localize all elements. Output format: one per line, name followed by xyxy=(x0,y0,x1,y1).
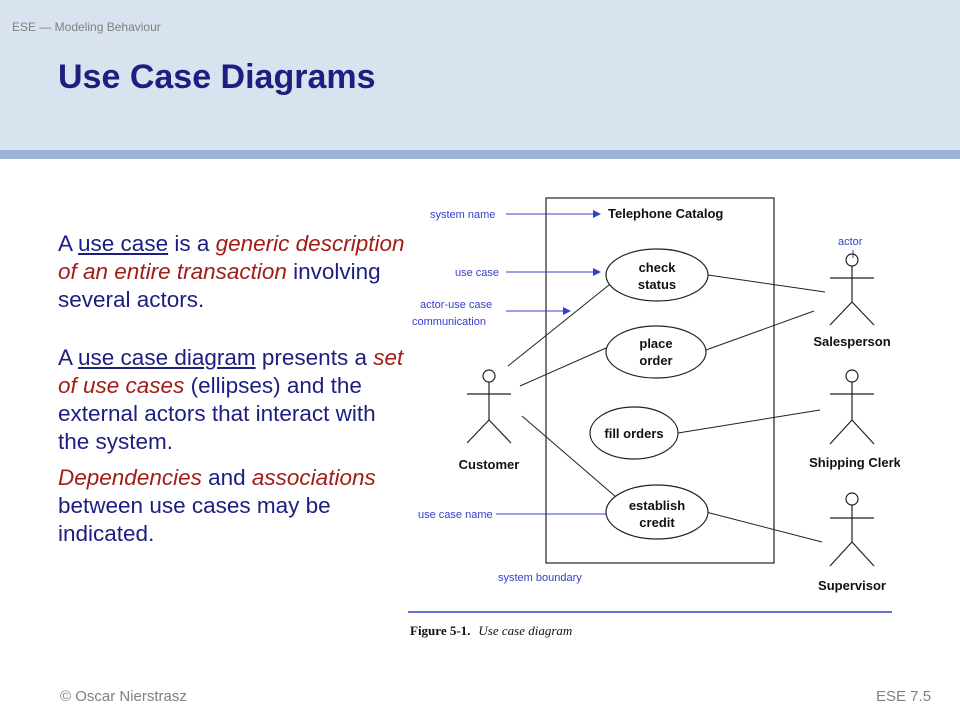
use-case-check-status xyxy=(605,248,709,302)
label-actor: actor xyxy=(838,236,863,248)
actor-customer-label: Customer xyxy=(459,457,520,472)
emph-generic-description: generic description of an entire transac… xyxy=(58,231,405,284)
link-salesperson-check-status xyxy=(707,274,826,293)
footer-slide-number: ESE 7.5 xyxy=(876,688,932,705)
link-customer-establish-credit xyxy=(521,415,617,498)
use-case-fill-orders-label: fill orders xyxy=(604,426,663,441)
p1-text-2: is a xyxy=(168,231,216,256)
use-case-place-order xyxy=(605,325,707,379)
paragraph-use-case: A use case is a generic description of a… xyxy=(58,230,413,314)
p2-text-1: A xyxy=(58,345,79,370)
p3-text-2: between use cases may be indicated. xyxy=(58,493,331,546)
use-case-place-order-line1: place xyxy=(639,336,672,351)
header-band xyxy=(0,0,960,150)
footer-author: © Oscar Nierstrasz xyxy=(60,688,187,705)
use-case-establish-credit xyxy=(605,484,709,540)
emph-set-of-use-cases: set of use cases xyxy=(58,345,404,398)
p1-text-1: A xyxy=(58,231,79,256)
p3-text-1: and xyxy=(201,465,252,490)
link-customer-check-status xyxy=(507,280,615,367)
use-case-check-status-line2: status xyxy=(638,277,676,292)
actor-supervisor-label: Supervisor xyxy=(818,578,886,593)
label-use-case: use case xyxy=(455,267,499,279)
label-actor-use-case-line1: actor-use case xyxy=(420,299,492,311)
term-use-case: use case xyxy=(78,231,169,256)
emph-associations: associations xyxy=(251,465,376,490)
use-case-fill-orders xyxy=(589,406,679,460)
p2-text-2: presents a xyxy=(255,345,374,370)
actor-supervisor xyxy=(829,492,875,567)
label-actor-use-case-line2: communication xyxy=(412,316,486,328)
label-system-name: system name xyxy=(430,209,495,221)
caption-label: Figure 5-1. xyxy=(410,623,470,638)
use-case-establish-credit-line1: establish xyxy=(629,498,685,513)
use-case-diagram-figure: Telephone Catalog system name use case a… xyxy=(408,197,900,638)
actor-shipping-clerk-label: Shipping Clerk xyxy=(809,455,900,470)
paragraph-use-case-diagram: A use case diagram presents a set of use… xyxy=(58,344,413,456)
paragraph-dependencies: Dependencies and associations between us… xyxy=(58,464,413,548)
header-rule xyxy=(0,150,960,159)
slide-body: A use case is a generic description of a… xyxy=(58,230,413,578)
use-case-check-status-line1: check xyxy=(639,260,677,275)
use-case-place-order-line2: order xyxy=(639,353,672,368)
caption-text: Use case diagram xyxy=(478,623,572,638)
actor-shipping-clerk xyxy=(829,369,875,445)
actor-salesperson xyxy=(829,253,875,326)
label-system-boundary: system boundary xyxy=(498,572,582,584)
system-boundary-box xyxy=(545,197,775,564)
p2-text-3: (ellipses) and the external actors that … xyxy=(58,373,376,454)
link-shipping-clerk-fill-orders xyxy=(677,409,821,434)
label-use-case-name: use case name xyxy=(418,509,493,521)
link-salesperson-place-order xyxy=(705,310,815,351)
p1-text-3: involving several actors. xyxy=(58,259,381,312)
emph-dependencies: Dependencies xyxy=(58,465,202,490)
slide-title: Use Case Diagrams xyxy=(58,58,376,96)
figure-caption: Figure 5-1. Use case diagram xyxy=(410,623,572,638)
term-use-case-diagram: use case diagram xyxy=(78,345,256,370)
link-supervisor-establish-credit xyxy=(705,511,823,543)
use-case-establish-credit-line2: credit xyxy=(639,515,675,530)
course-kicker: ESE — Modeling Behaviour xyxy=(12,20,161,34)
link-customer-place-order xyxy=(519,347,607,387)
system-title: Telephone Catalog xyxy=(608,206,723,221)
actor-salesperson-label: Salesperson xyxy=(813,334,890,349)
actor-customer xyxy=(466,369,512,444)
